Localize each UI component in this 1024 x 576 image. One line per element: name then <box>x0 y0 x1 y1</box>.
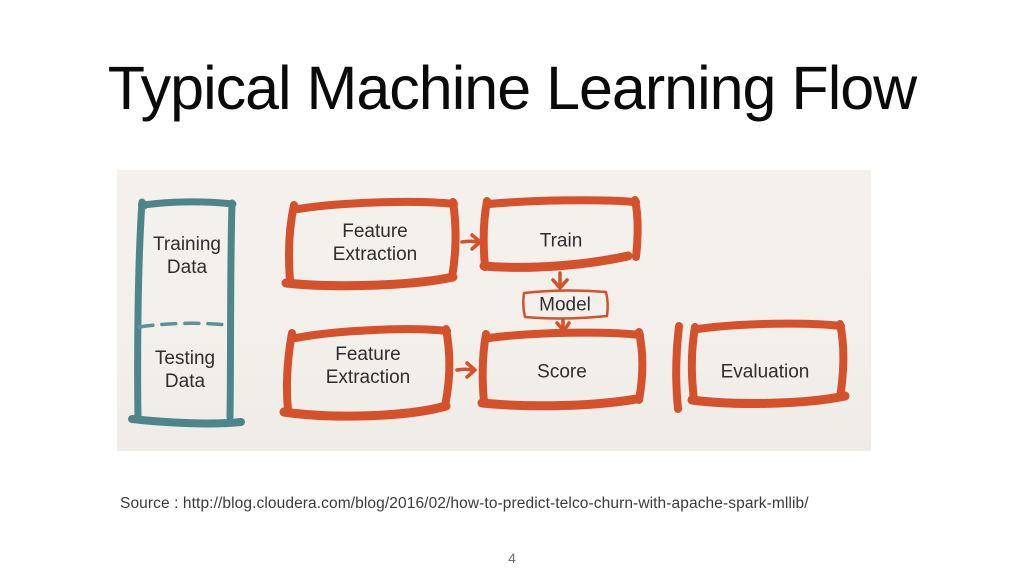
feature-extraction-top-box-border <box>281 197 460 291</box>
ml-flow-diagram: Training Data Testing Data Feature Extra… <box>117 170 871 451</box>
node-score: Score <box>537 361 587 383</box>
score-box-border <box>477 328 647 411</box>
arrow-feature-extraction-to-score <box>455 361 477 379</box>
node-feature-extraction-top: Feature Extraction <box>332 221 418 265</box>
evaluation-box-border <box>672 319 850 413</box>
node-training-data: Training Data <box>153 234 221 278</box>
slide-title: Typical Machine Learning Flow <box>107 54 917 122</box>
ml-flow-diagram-strokes <box>128 196 850 428</box>
page-number: 4 <box>508 550 516 566</box>
arrow-feature-extraction-to-train <box>460 233 482 251</box>
source-citation: Source : http://blog.cloudera.com/blog/2… <box>120 495 809 512</box>
train-box-border <box>479 196 642 272</box>
train-test-divider <box>137 321 229 329</box>
node-feature-extraction-bottom: Feature Extraction <box>325 344 411 388</box>
node-train: Train <box>539 230 583 252</box>
data-box-border <box>128 198 245 428</box>
node-evaluation: Evaluation <box>720 361 810 383</box>
node-model: Model <box>539 294 591 316</box>
node-testing-data: Testing Data <box>154 348 216 392</box>
feature-extraction-bottom-box-border <box>279 325 454 421</box>
arrow-train-to-model <box>551 271 569 290</box>
model-box-border <box>522 289 609 320</box>
